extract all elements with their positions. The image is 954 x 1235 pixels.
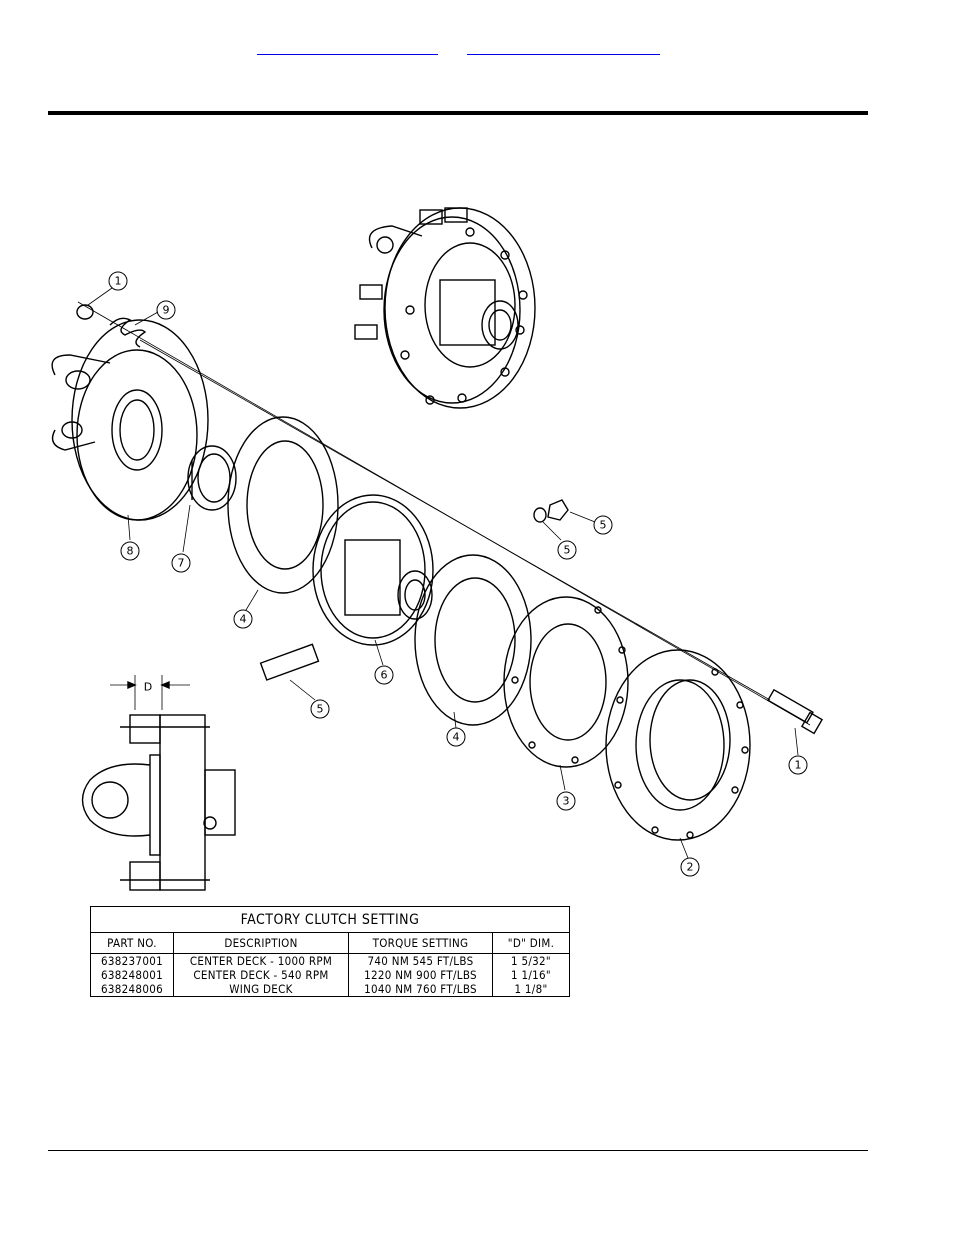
header-rule: [48, 111, 868, 115]
part-4-friction-disc-left: [227, 416, 339, 594]
nav-link-previous[interactable]: [257, 38, 438, 55]
footer-rule: [48, 1150, 868, 1151]
part-1-nut-left: [76, 304, 94, 320]
header-torque-setting: TORQUE SETTING: [348, 932, 493, 954]
callout-circle: [556, 791, 576, 811]
torque-cell: 1040 NM 760 FT/LBS: [348, 982, 493, 997]
side-view-inset: [81, 675, 236, 891]
d-dim-cell: 1 1/8": [492, 982, 570, 997]
callout-circle: [233, 609, 253, 629]
table-row: 638248001 CENTER DECK - 540 RPM 1220 NM …: [90, 968, 570, 982]
torque-cell: 1220 NM 900 FT/LBS: [348, 968, 493, 982]
callout-4-right: 4: [453, 731, 460, 744]
callout-9: 9: [163, 304, 170, 317]
part-4-friction-disc-right: [414, 554, 532, 726]
callout-circle: [788, 755, 808, 775]
description-cell: CENTER DECK - 1000 RPM: [173, 953, 349, 968]
callout-4-left: 4: [240, 613, 247, 626]
torque-cell: 740 NM 545 FT/LBS: [348, 953, 493, 968]
callout-circle: [680, 857, 700, 877]
part-8-yoke-flange: [51, 319, 209, 521]
part-2-flange: [605, 649, 751, 841]
table-row: 638248006 WING DECK 1040 NM 760 FT/LBS 1…: [90, 982, 570, 997]
callout-circle: [156, 300, 176, 320]
nav-link-next[interactable]: [467, 38, 660, 55]
callout-circle: [310, 699, 330, 719]
callout-8: 8: [127, 545, 134, 558]
callout-7: 7: [178, 557, 185, 570]
callout-5-washer: 5: [564, 544, 571, 557]
part-6-hub: [312, 494, 434, 646]
callout-circle: [557, 540, 577, 560]
d-dim-cell: 1 5/32": [492, 953, 570, 968]
dimension-label: D: [144, 681, 152, 694]
part-5-nut: [533, 499, 569, 523]
callout-5-nut: 5: [600, 519, 607, 532]
header-description: DESCRIPTION: [173, 932, 349, 954]
callout-circle: [446, 727, 466, 747]
callout-3: 3: [563, 795, 570, 808]
callout-circle: [120, 541, 140, 561]
callout-1-left: 1: [115, 275, 122, 288]
d-dim-cell: 1 1/16": [492, 968, 570, 982]
description-cell: CENTER DECK - 540 RPM: [173, 968, 349, 982]
callout-6: 6: [381, 669, 388, 682]
description-cell: WING DECK: [173, 982, 349, 997]
header-part-no: PART NO.: [90, 932, 174, 954]
header-d-dim: "D" DIM.: [492, 932, 570, 954]
part-no-cell: 638248006: [90, 982, 174, 997]
callout-circle: [593, 515, 613, 535]
callout-circle: [171, 553, 191, 573]
factory-clutch-setting-table: FACTORY CLUTCH SETTING PART NO. DESCRIPT…: [90, 906, 570, 997]
part-1-bolt-right: [766, 688, 824, 735]
part-5-pin: [259, 643, 320, 681]
table-title: FACTORY CLUTCH SETTING: [90, 906, 570, 933]
table-row: 638237001 CENTER DECK - 1000 RPM 740 NM …: [90, 953, 570, 968]
part-3-pressure-plate: [503, 596, 629, 768]
callout-circle: [374, 665, 394, 685]
callout-5-pin: 5: [317, 703, 324, 716]
callout-1-right: 1: [795, 759, 802, 772]
part-9-spring: [109, 317, 147, 348]
part-no-cell: 638237001: [90, 953, 174, 968]
assembly-axis-line-2: [139, 339, 771, 701]
callout-circle: [108, 271, 128, 291]
assembled-clutch-view: [354, 207, 536, 409]
callout-2: 2: [687, 861, 694, 874]
part-no-cell: 638248001: [90, 968, 174, 982]
leader-lines: [87, 287, 799, 859]
